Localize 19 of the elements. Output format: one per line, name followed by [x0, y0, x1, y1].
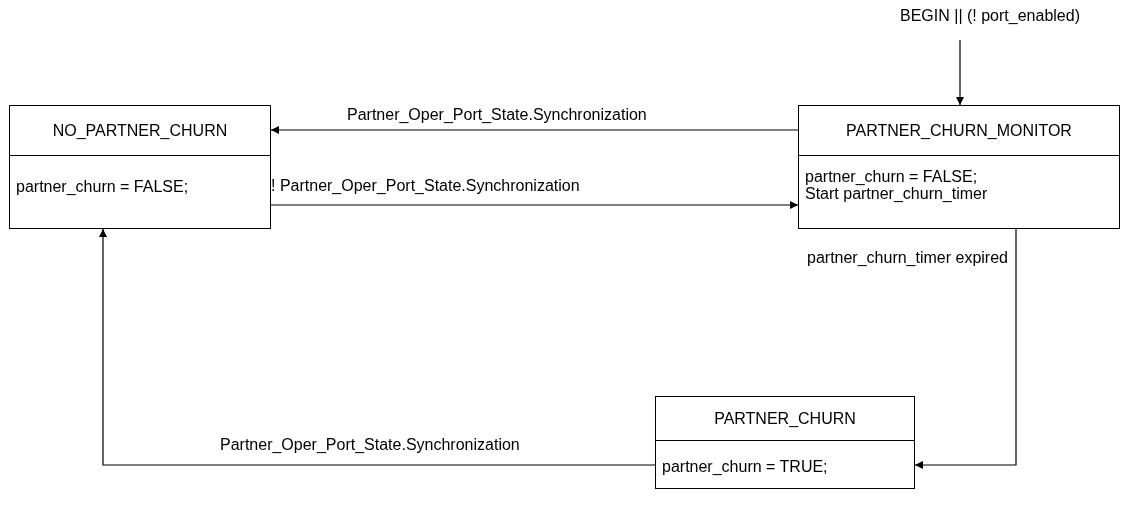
state-name: PARTNER_CHURN_MONITOR	[846, 121, 1072, 140]
state-name: PARTNER_CHURN	[714, 409, 856, 428]
state-box	[655, 396, 915, 489]
edge-label: ! Partner_Oper_Port_State.Synchronization	[271, 177, 580, 195]
edge-label: BEGIN || (! port_enabled)	[900, 7, 1080, 25]
transition-arrow	[956, 39, 964, 106]
state-action: partner_churn = FALSE; Start partner_churn_timer	[805, 168, 989, 202]
edge-label: Partner_Oper_Port_State.Synchronization	[220, 436, 520, 454]
state-box	[798, 105, 1120, 229]
state-box	[9, 105, 271, 229]
transition-arrow	[914, 228, 1017, 469]
transition-arrow	[270, 201, 799, 209]
edge-label: partner_churn_timer expired	[807, 249, 1008, 267]
transition-arrow	[99, 228, 656, 466]
edge-label: Partner_Oper_Port_State.Synchronization	[347, 106, 647, 124]
state-name: NO_PARTNER_CHURN	[52, 121, 228, 140]
transition-arrow	[270, 126, 799, 134]
state-action: partner_churn = TRUE;	[662, 458, 829, 475]
state-action: partner_churn = FALSE;	[16, 178, 190, 195]
